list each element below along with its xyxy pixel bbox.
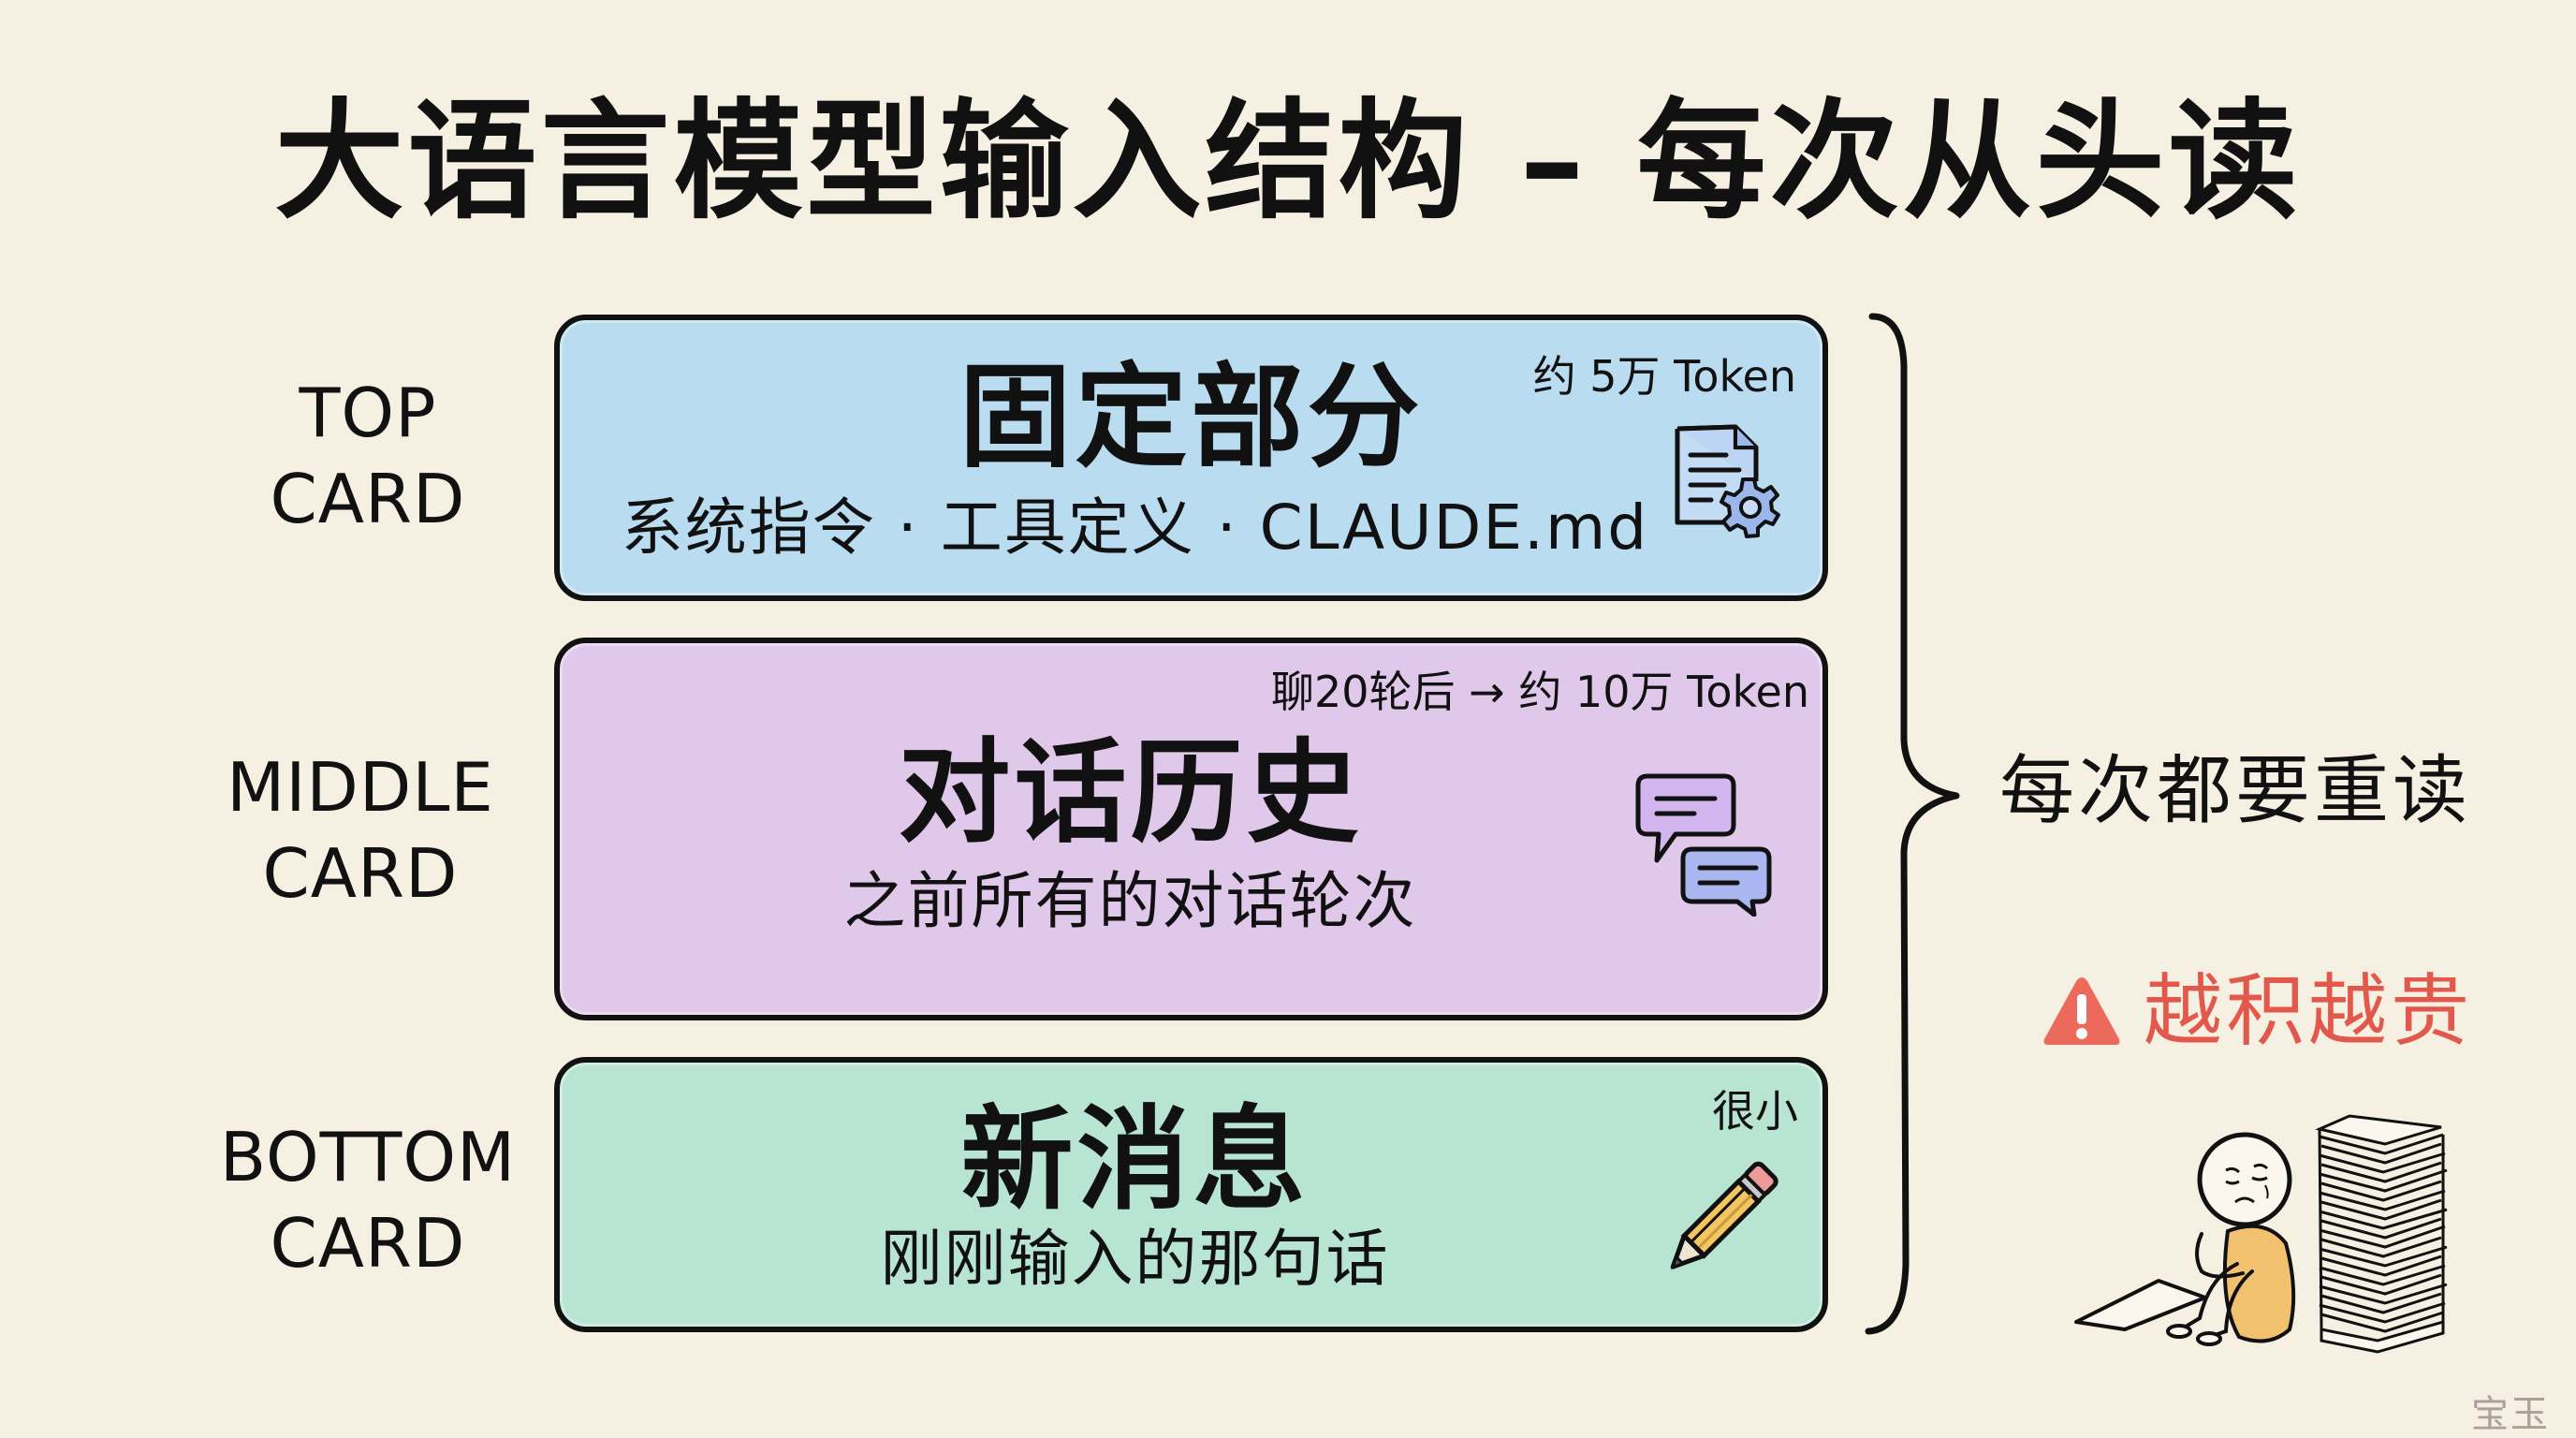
pencil-icon bbox=[1653, 1154, 1784, 1285]
bottom-card-title: 新消息 bbox=[960, 1095, 1310, 1225]
cost-warning: 越积越贵 bbox=[2041, 964, 2473, 1058]
top-card-subtitle: 系统指令 · 工具定义 · CLAUDE.md bbox=[621, 492, 1649, 564]
bottom-card-size-note: 很小 bbox=[1712, 1086, 1798, 1137]
document-gear-icon bbox=[1670, 418, 1782, 539]
side-label-middle-line2: CARD bbox=[262, 834, 459, 913]
sad-person-paper-stack-illustration bbox=[2074, 1114, 2448, 1354]
top-card-token-note: 约 5万 Token bbox=[1532, 351, 1796, 402]
middle-card-title: 对话历史 bbox=[898, 728, 1363, 858]
middle-card-token-note: 聊20轮后 → 约 10万 Token bbox=[1271, 667, 1809, 717]
side-label-bottom-line2: CARD bbox=[270, 1204, 466, 1283]
warning-text: 越积越贵 bbox=[2144, 965, 2474, 1057]
side-label-top-line2: CARD bbox=[270, 460, 466, 538]
side-label-bottom-line1: BOTTOM bbox=[219, 1118, 517, 1196]
top-card-fixed-part: 约 5万 Token 固定部分 系统指令 · 工具定义 · CLAUDE.md bbox=[554, 315, 1828, 601]
warning-triangle-icon bbox=[2043, 977, 2120, 1045]
bottom-card-new-message: 很小 新消息 刚刚输入的那句话 bbox=[554, 1057, 1828, 1332]
side-label-middle: MIDDLE CARD bbox=[206, 744, 515, 917]
curly-brace-icon bbox=[1865, 313, 1960, 1335]
middle-card-conversation-history: 聊20轮后 → 约 10万 Token 对话历史 之前所有的对话轮次 bbox=[554, 638, 1828, 1020]
watermark: 宝玉 bbox=[2471, 1393, 2550, 1436]
side-label-top-line1: TOP bbox=[299, 374, 437, 452]
side-label-top: TOP CARD bbox=[213, 370, 522, 542]
reread-every-time-label: 每次都要重读 bbox=[1999, 747, 2471, 834]
chat-bubbles-icon bbox=[1634, 767, 1775, 917]
side-label-middle-line1: MIDDLE bbox=[227, 748, 494, 827]
middle-card-subtitle: 之前所有的对话轮次 bbox=[843, 865, 1417, 937]
top-card-title: 固定部分 bbox=[959, 353, 1424, 483]
bottom-card-subtitle: 刚刚输入的那句话 bbox=[880, 1223, 1390, 1295]
page-title: 大语言模型输入结构 – 每次从头读 bbox=[274, 86, 2302, 237]
side-label-bottom: BOTTOM CARD bbox=[213, 1114, 522, 1286]
